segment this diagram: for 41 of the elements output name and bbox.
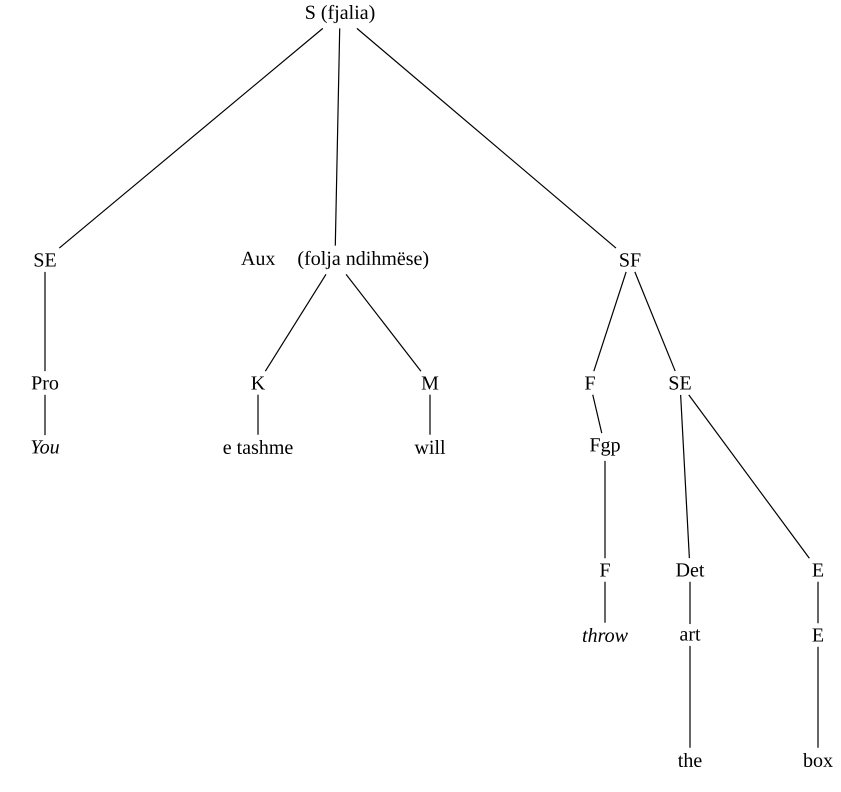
tree-label: SE [34,253,56,267]
branch-line [264,274,327,372]
tree-label: K [251,376,266,390]
branch-line [257,394,259,435]
branch-line [44,272,46,372]
branch-line [680,394,690,558]
tree-label: e tashme [224,440,293,454]
tree-label: Pro [32,376,58,390]
tree-label: F [600,563,610,577]
tree-label: SE [670,376,691,390]
branch-line [429,394,431,435]
tree-label: Aux (folja ndihmëse) [241,250,428,270]
tree-label: throw [582,628,628,642]
tree-label: E [812,628,824,642]
tree-label: You [32,440,59,454]
branch-line [58,28,324,249]
tree-label: the [678,752,702,768]
tree-label: M [422,376,438,390]
branch-line [634,272,676,372]
tree-label: E [812,563,824,577]
branch-line [604,582,606,623]
tree-label: Fgp [590,438,620,456]
branch-line [688,394,810,559]
tree-label: F [585,376,595,390]
branch-line [346,274,422,372]
branch-line [356,28,616,249]
branch-line [689,582,691,624]
branch-line [334,28,340,246]
branch-line [44,394,46,436]
branch-line [817,646,819,748]
tree-label: will [414,440,446,454]
branch-line [817,582,819,624]
tree-label: box [803,752,833,768]
tree-label: SF [620,253,640,267]
branch-line [592,394,602,434]
tree-label: S (fjalia) [306,4,374,24]
branch-line [593,272,627,372]
tree-label: art [680,629,700,641]
branch-line [604,460,606,558]
tree-label: Det [676,563,704,577]
branch-line [689,646,691,748]
